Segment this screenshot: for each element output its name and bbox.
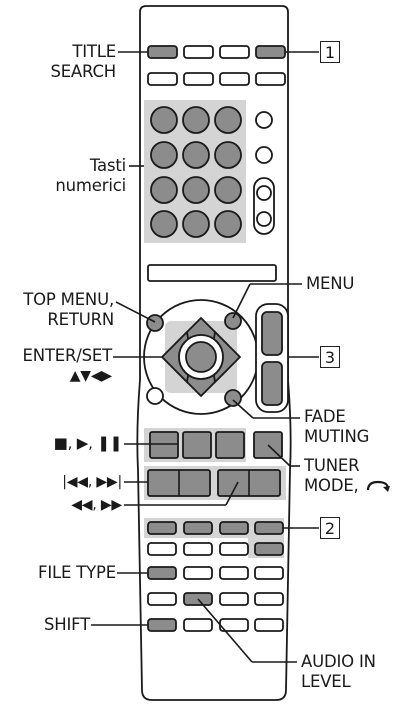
audio-in-line1: AUDIO IN: [301, 652, 376, 671]
menu-label: MENU: [306, 274, 355, 293]
top-menu-line2: RETURN: [47, 310, 114, 329]
volume-up: [261, 311, 283, 356]
arrows-line: ▲▼◀▶: [69, 368, 112, 384]
row-c: [147, 566, 284, 580]
numeric-keys: [150, 106, 242, 238]
fade-muting-button: [224, 389, 242, 407]
volume-down: [261, 361, 283, 406]
tuner-mode-label: TUNER MODE,: [304, 456, 390, 496]
title-search-line1: TITLE: [72, 42, 116, 61]
loop-arrow-icon: [366, 480, 390, 492]
menu-button: [224, 312, 242, 330]
top-row-2: [147, 72, 286, 86]
numeric-keys-line2: numerici: [55, 176, 126, 195]
transport-buttons: [149, 431, 283, 459]
shift-label: SHIFT: [43, 615, 90, 634]
callout-box-2: 2: [320, 517, 340, 539]
skip-label: |◀◀, ▶▶|: [62, 474, 122, 490]
scan-label: ◀◀, ▶▶: [71, 497, 122, 513]
row-e: [147, 618, 284, 632]
side-keys: [253, 111, 275, 235]
tuner-mode-line1: TUNER: [304, 456, 360, 475]
tuner-mode-line2: MODE,: [304, 476, 390, 496]
top-menu-line1: TOP MENU,: [23, 290, 114, 309]
audio-in-label: AUDIO IN LEVEL: [301, 652, 376, 692]
row-d: [147, 592, 284, 606]
enter-set-label: ENTER/SET ▲▼◀▶: [22, 346, 113, 386]
fade-muting-line2: MUTING: [304, 427, 370, 446]
transport-label: ■, ▶, ❚❚: [53, 434, 123, 452]
top-menu-label: TOP MENU, RETURN: [23, 290, 114, 330]
audio-in-line2: LEVEL: [301, 672, 351, 691]
callout-box-3: 3: [320, 346, 340, 368]
bottom-left-button: [146, 387, 164, 405]
display-window: [147, 264, 277, 282]
callout-box-1: 1: [320, 41, 340, 63]
title-search-line2: SEARCH: [50, 62, 116, 81]
lower-highlight: [144, 518, 284, 538]
fade-muting-label: FADE MUTING: [304, 407, 369, 447]
leader-lines: [91, 51, 319, 663]
enter-set-line1: ENTER/SET: [22, 346, 113, 365]
numeric-keys-line1: Tasti: [89, 156, 126, 175]
row-a: [147, 521, 284, 535]
file-type-label: FILE TYPE: [38, 563, 116, 582]
dpad: [160, 316, 242, 398]
title-search-label: TITLE SEARCH: [50, 42, 116, 82]
numeric-keys-label: Tasti numerici: [55, 156, 126, 196]
fade-muting-line1: FADE: [304, 407, 346, 426]
tuner-mode-text: MODE,: [304, 476, 359, 495]
row-b: [147, 542, 284, 556]
top-menu-button: [146, 314, 164, 332]
